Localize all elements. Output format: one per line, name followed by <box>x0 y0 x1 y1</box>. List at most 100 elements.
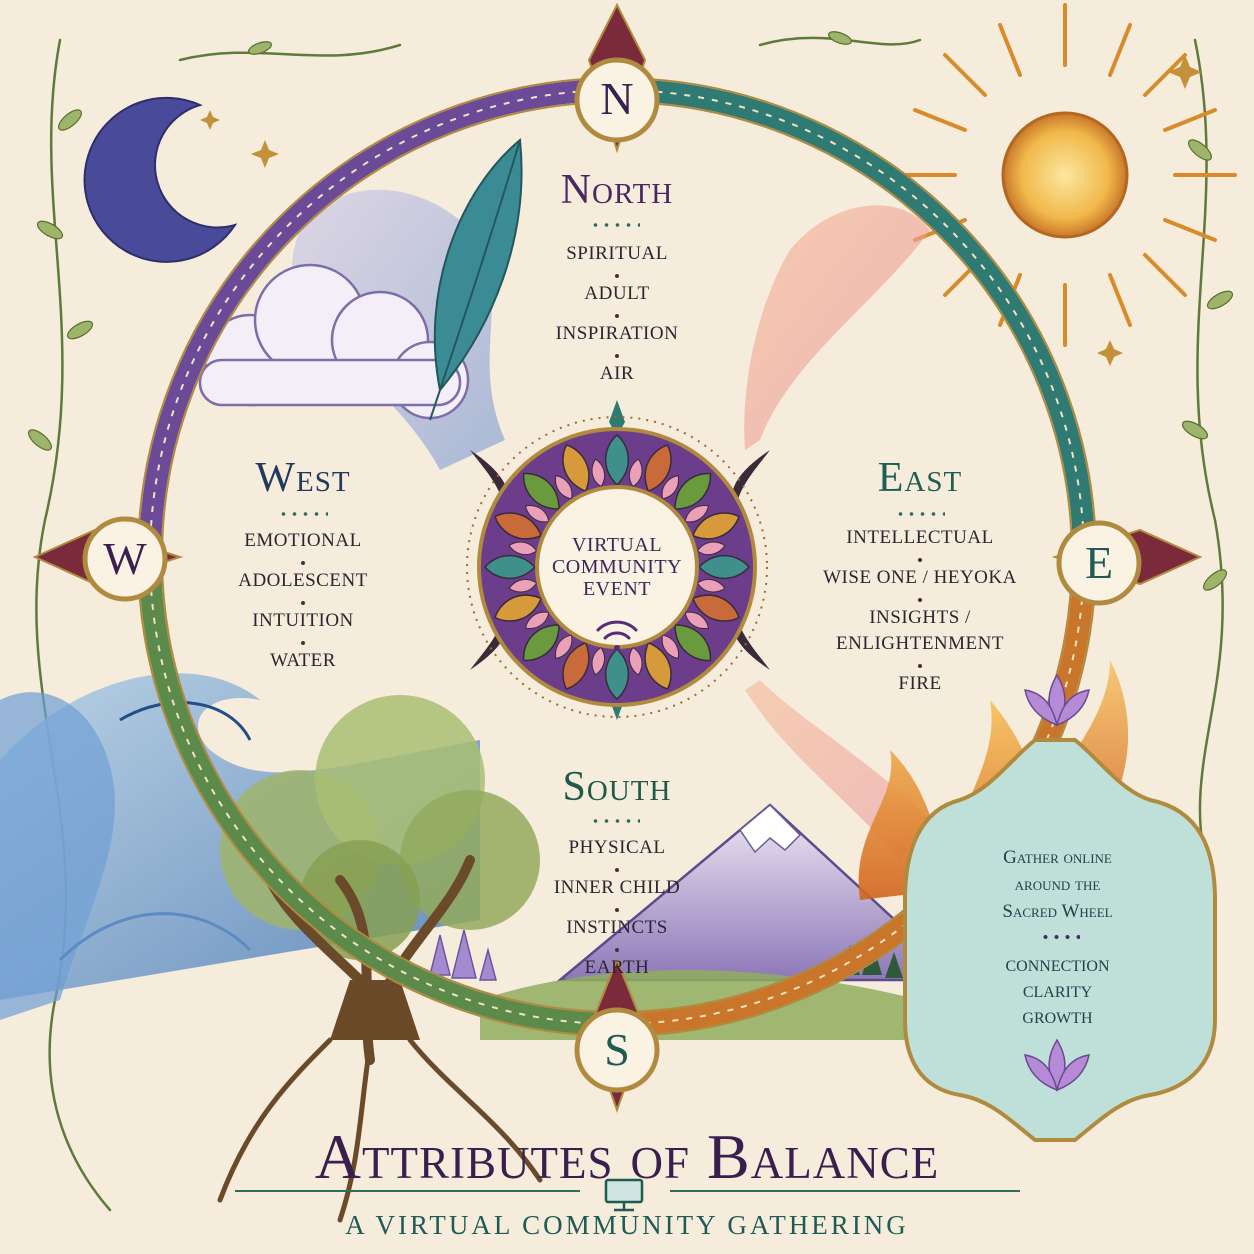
mandala-petal-inner <box>591 646 606 676</box>
mandala-petal <box>697 555 750 579</box>
mandala-petal <box>522 624 560 662</box>
east-section: East <box>790 456 1050 500</box>
moon-icon <box>83 96 238 263</box>
mandala-petal <box>691 594 740 622</box>
south-section: South <box>497 765 737 809</box>
compass-node-west <box>32 516 184 602</box>
page-subtitle: A Virtual Community Gathering <box>345 1210 909 1240</box>
mandala-petal-inner <box>696 578 726 593</box>
mandala-petal <box>494 594 543 622</box>
west-attribute: Adolescent <box>183 561 423 611</box>
east-attribute: Enlightenment <box>836 633 1004 654</box>
east-attribute: Fire <box>790 664 1050 714</box>
mandala-petal-inner <box>524 611 550 629</box>
lotus-icon <box>1024 673 1090 727</box>
west-attributes: Emotional Adolescent Intuition Water <box>183 531 423 691</box>
info-panel-heading: Gather online around the Sacred Wheel <box>935 844 1180 925</box>
info-divider <box>1040 934 1080 940</box>
mandala-petal <box>691 512 740 540</box>
mandala-petal <box>562 641 590 690</box>
monitor-icon <box>604 1178 644 1212</box>
west-section: West <box>183 456 423 500</box>
center-line: Virtual <box>571 534 663 556</box>
info-panel-frame <box>903 738 1217 1142</box>
mandala-petal <box>484 555 537 579</box>
south-title: South <box>562 764 672 810</box>
north-attribute: Air <box>497 354 737 404</box>
north-attribute: Spiritual <box>566 243 668 264</box>
compass-node-south <box>574 957 660 1114</box>
fire-swirl <box>744 205 930 450</box>
east-divider <box>895 511 945 517</box>
west-compass-letter: W <box>103 533 147 584</box>
south-attribute: Inner Child <box>497 868 737 918</box>
north-section: North <box>497 168 737 212</box>
lotus-icon-bottom <box>1024 1038 1090 1092</box>
east-attribute: Wise One / Heyoka <box>790 558 1050 608</box>
west-divider <box>278 511 328 517</box>
mandala-icon <box>466 416 768 718</box>
mandala-petal-inner <box>696 541 726 556</box>
mandala-petal <box>605 434 629 487</box>
north-compass-letter: N <box>600 73 634 124</box>
north-attributes: Spiritual Adult Inspiration Air <box>497 244 737 404</box>
wifi-icon <box>596 620 638 651</box>
vine-leaves <box>28 31 1234 591</box>
compass-node-east <box>1051 520 1203 606</box>
west-attribute: Water <box>183 641 423 691</box>
vine-border <box>35 36 1224 1212</box>
mandala-petal <box>494 512 543 540</box>
center-label: Virtual Community Event <box>537 534 697 600</box>
mandala-petal <box>674 624 712 662</box>
south-attribute: Physical <box>568 837 666 858</box>
mandala-petal-inner <box>628 458 643 488</box>
center-line: Event <box>582 578 652 600</box>
mandala-petal-inner <box>684 505 710 523</box>
west-attribute: Emotional <box>244 530 362 551</box>
north-divider <box>590 222 640 228</box>
south-attribute: Instincts <box>497 908 737 958</box>
east-attribute: Insights / <box>790 598 1050 634</box>
south-attributes: Physical Inner Child Instincts Earth <box>497 838 737 998</box>
east-attributes: Intellectual Wise One / Heyoka Insights … <box>790 528 1050 714</box>
page-title: Attributes of Balance <box>314 1121 940 1192</box>
mandala-petal-inner <box>661 634 679 660</box>
mandala-petal <box>674 472 712 510</box>
east-compass-letter: E <box>1084 537 1114 588</box>
info-value: Clarity <box>1022 984 1093 1001</box>
info-heading-line: Sacred Wheel <box>1002 901 1113 922</box>
mandala-petal-inner <box>508 541 538 556</box>
info-value: Growth <box>1022 1010 1093 1027</box>
info-value: Connection <box>1005 958 1110 975</box>
south-attribute: Earth <box>497 948 737 998</box>
north-title: North <box>560 167 674 213</box>
east-attribute: Intellectual <box>846 527 994 548</box>
west-title: West <box>255 455 351 501</box>
info-panel-values: Connection Clarity Growth <box>935 954 1180 1032</box>
mandala-petal-inner <box>555 474 573 500</box>
north-attribute: Adult <box>497 274 737 324</box>
west-attribute: Intuition <box>183 601 423 651</box>
north-attribute: Inspiration <box>497 314 737 364</box>
mandala-petal <box>644 641 672 690</box>
tree-icon <box>217 695 543 1223</box>
mandala-petal <box>562 444 590 493</box>
mandala-petal-inner <box>628 646 643 676</box>
compass-node-north <box>574 2 660 154</box>
mandala-petal <box>644 444 672 493</box>
mandala-petal-inner <box>591 458 606 488</box>
mandala-petal <box>605 647 629 700</box>
east-title: East <box>877 455 963 501</box>
mandala-petal-inner <box>555 634 573 660</box>
mandala-petal-inner <box>684 611 710 629</box>
feather-icon <box>429 138 523 421</box>
center-line: Community <box>551 556 683 578</box>
south-divider <box>590 818 640 824</box>
info-heading-line: Gather online <box>1003 847 1112 868</box>
star-icons <box>200 55 1202 366</box>
mandala-petal-inner <box>524 505 550 523</box>
mandala-petal-inner <box>508 578 538 593</box>
south-compass-letter: S <box>604 1024 630 1075</box>
